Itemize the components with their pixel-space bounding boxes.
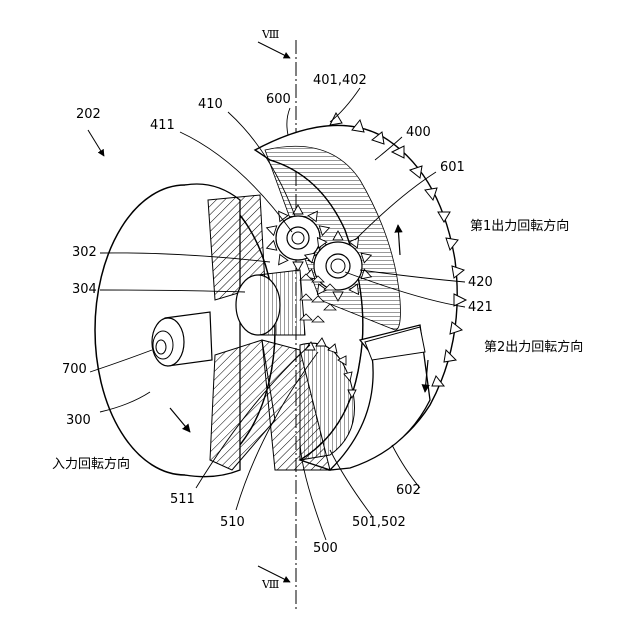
- assembly-arrow: [88, 130, 104, 156]
- section-marker-bottom: Ⅷ: [262, 578, 279, 592]
- label-401-402: 401,402: [313, 74, 367, 88]
- label-410: 410: [198, 98, 223, 112]
- label-421: 421: [468, 301, 493, 315]
- label-second-output-direction: 第2出力回転方向: [484, 341, 583, 355]
- label-500: 500: [313, 542, 338, 556]
- label-411: 411: [150, 119, 175, 133]
- label-300: 300: [66, 414, 91, 428]
- label-600: 600: [266, 93, 291, 107]
- label-302: 302: [72, 246, 97, 260]
- label-501-502: 501,502: [352, 516, 406, 530]
- label-202: 202: [76, 108, 101, 122]
- label-420: 420: [468, 276, 493, 290]
- section-marker-top: Ⅷ: [262, 28, 279, 42]
- label-400: 400: [406, 126, 431, 140]
- section-arrow-top: [258, 42, 290, 58]
- label-511: 511: [170, 493, 195, 507]
- label-700: 700: [62, 363, 87, 377]
- label-601: 601: [440, 161, 465, 175]
- label-304: 304: [72, 283, 97, 297]
- label-input-direction: 入力回転方向: [52, 458, 130, 472]
- hub: [236, 270, 305, 335]
- label-first-output-direction: 第1出力回転方向: [470, 220, 569, 234]
- label-510: 510: [220, 516, 245, 530]
- shaft: [152, 312, 212, 366]
- label-602: 602: [396, 484, 421, 498]
